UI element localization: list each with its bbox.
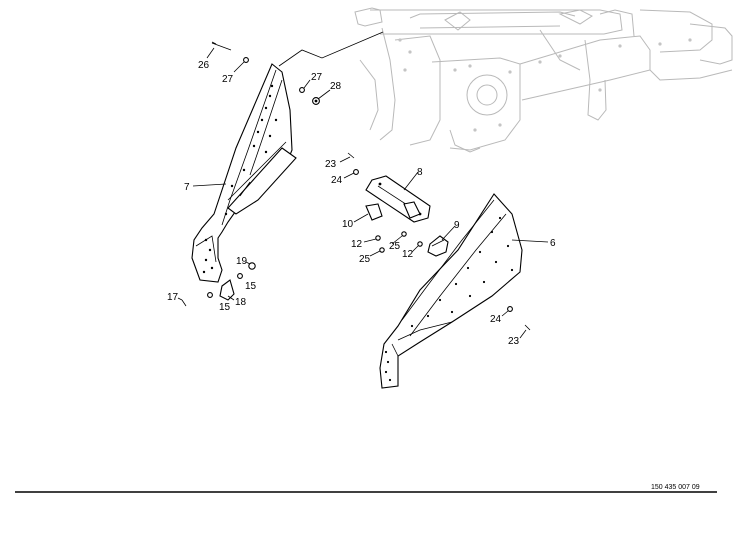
- callout-24: 24: [331, 175, 343, 186]
- callout-7: 7: [184, 182, 190, 193]
- clamp-block-part-9: [427, 235, 449, 257]
- callout-9: 9: [454, 220, 460, 231]
- chassis-rivets: [398, 38, 692, 132]
- callout-18: 18: [235, 297, 247, 308]
- callout-23: 23: [325, 159, 337, 170]
- bracket-plate-part-8: [365, 175, 431, 223]
- small-bracket-part-10: [365, 203, 383, 221]
- callout-23: 23: [508, 336, 520, 347]
- callout-27: 27: [222, 74, 234, 85]
- left-panel-holes: [202, 84, 278, 274]
- callout-15: 15: [245, 281, 257, 292]
- callout-17: 17: [167, 292, 179, 303]
- clip-part-18: [219, 279, 235, 301]
- left-side-panel-part-7: [191, 63, 297, 283]
- callout-15: 15: [219, 302, 231, 313]
- callout-25: 25: [359, 254, 371, 265]
- callout-12: 12: [351, 239, 363, 250]
- callout-8: 8: [417, 167, 423, 178]
- callout-19: 19: [236, 256, 248, 267]
- callout-27: 27: [311, 72, 323, 83]
- leader-lines: [177, 47, 549, 339]
- chassis-frame-background: [354, 7, 733, 153]
- callout-labels: 26 27 27 28 7 23 24 8 10 9 6 12 25 12 25…: [167, 60, 556, 347]
- fasteners: [181, 41, 531, 331]
- callout-26: 26: [198, 60, 210, 71]
- callout-12: 12: [402, 249, 414, 260]
- break-line: [278, 31, 384, 67]
- callout-10: 10: [342, 219, 354, 230]
- callout-25: 25: [389, 241, 401, 252]
- right-panel-holes: [384, 216, 514, 382]
- callout-6: 6: [550, 238, 556, 249]
- callout-28: 28: [330, 81, 342, 92]
- right-side-panel-part-6: [379, 193, 523, 389]
- callout-24: 24: [490, 314, 502, 325]
- document-number: 150 435 007 09: [651, 484, 700, 491]
